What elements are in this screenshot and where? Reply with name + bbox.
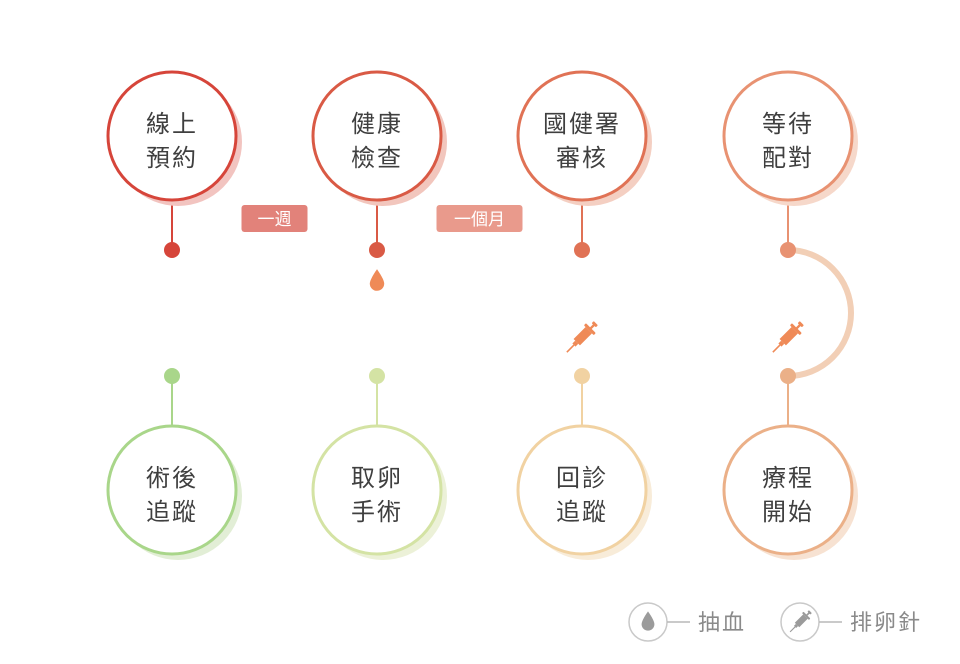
duration-badge-bg <box>241 205 308 232</box>
step-label-line2: 審核 <box>556 144 608 172</box>
durations-group: 一週 一個月 <box>241 205 523 232</box>
step-circle <box>722 70 854 202</box>
step-circle <box>516 424 648 556</box>
syringe-icon <box>767 318 807 358</box>
step-circle <box>106 70 238 202</box>
step-label-line2: 檢查 <box>351 144 403 172</box>
step-label-line2: 追蹤 <box>556 498 608 526</box>
timeline-track <box>172 247 854 379</box>
step-dot <box>780 242 796 258</box>
syringe-icon <box>561 318 601 358</box>
legend-label: 排卵針 <box>850 611 922 636</box>
step-label-line1: 回診 <box>556 464 608 492</box>
legend-item: 排卵針 <box>780 602 922 642</box>
step-label-line1: 線上 <box>146 110 198 138</box>
duration-label: 一週 <box>258 210 292 230</box>
step-label-line1: 取卵 <box>351 464 403 492</box>
step-dot <box>164 242 180 258</box>
step-label-line1: 療程 <box>762 464 814 492</box>
duration-badge-bg <box>436 205 523 232</box>
blood-drop-icon <box>369 269 385 291</box>
legend: 抽血 排卵針 <box>628 602 922 642</box>
step-circle <box>311 70 443 202</box>
step-label-line1: 健康 <box>351 110 403 138</box>
step-dot <box>369 242 385 258</box>
track-curve <box>787 247 854 379</box>
step-label-line1: 國健署 <box>543 110 621 138</box>
duration-badge: 一個月 <box>436 205 523 232</box>
step-dot <box>369 368 385 384</box>
syringe-icon <box>786 608 814 636</box>
step-label-line2: 追蹤 <box>146 498 198 526</box>
step-circle <box>516 70 648 202</box>
legend-item: 抽血 <box>628 602 746 642</box>
step-dot <box>574 242 590 258</box>
step-dot <box>780 368 796 384</box>
step-dot <box>164 368 180 384</box>
step-circle <box>311 424 443 556</box>
legend-label: 抽血 <box>698 611 746 636</box>
step-dot <box>574 368 590 384</box>
step-label-line1: 等待 <box>762 110 814 138</box>
duration-label: 一個月 <box>454 210 505 230</box>
step-label-line1: 術後 <box>146 464 198 492</box>
step-label-line2: 手術 <box>351 498 403 526</box>
step-label-line2: 開始 <box>762 498 814 526</box>
step-circle <box>106 424 238 556</box>
step-label-line2: 配對 <box>762 144 814 172</box>
duration-badge: 一週 <box>241 205 308 232</box>
blood-drop-icon <box>641 611 655 631</box>
step-circle <box>722 424 854 556</box>
step-label-line2: 預約 <box>146 144 198 172</box>
